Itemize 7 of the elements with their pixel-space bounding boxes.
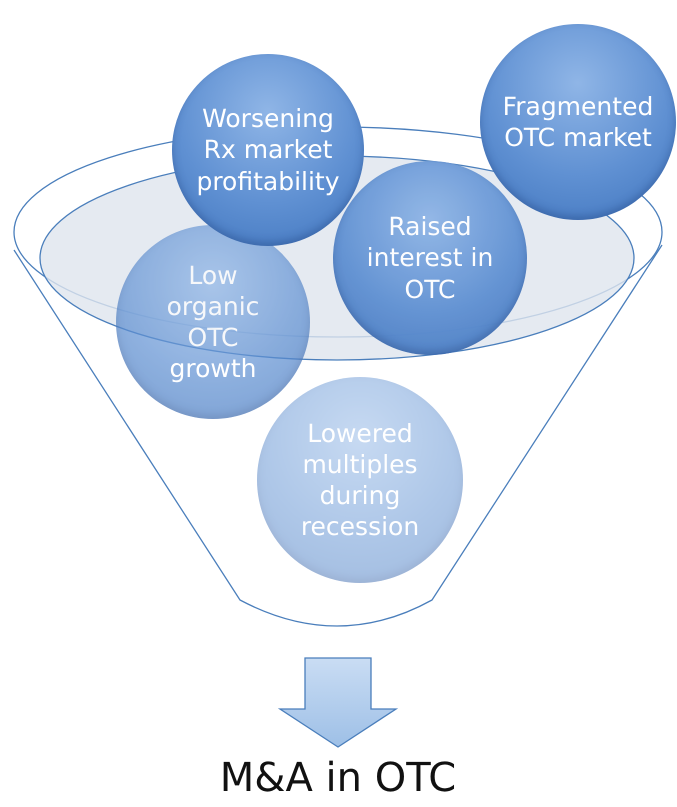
factor-text: Worsening Rx market profitability (195, 103, 341, 197)
outcome-label: M&A in OTC (220, 755, 456, 801)
factor-text: Raised interest in OTC (366, 211, 494, 305)
factor-text: Lowered multiples during recession (300, 418, 420, 542)
block-arrow (278, 657, 398, 748)
factor-text: Fragmented OTC market (502, 90, 654, 154)
factor-text: Low organic OTC growth (166, 260, 260, 384)
